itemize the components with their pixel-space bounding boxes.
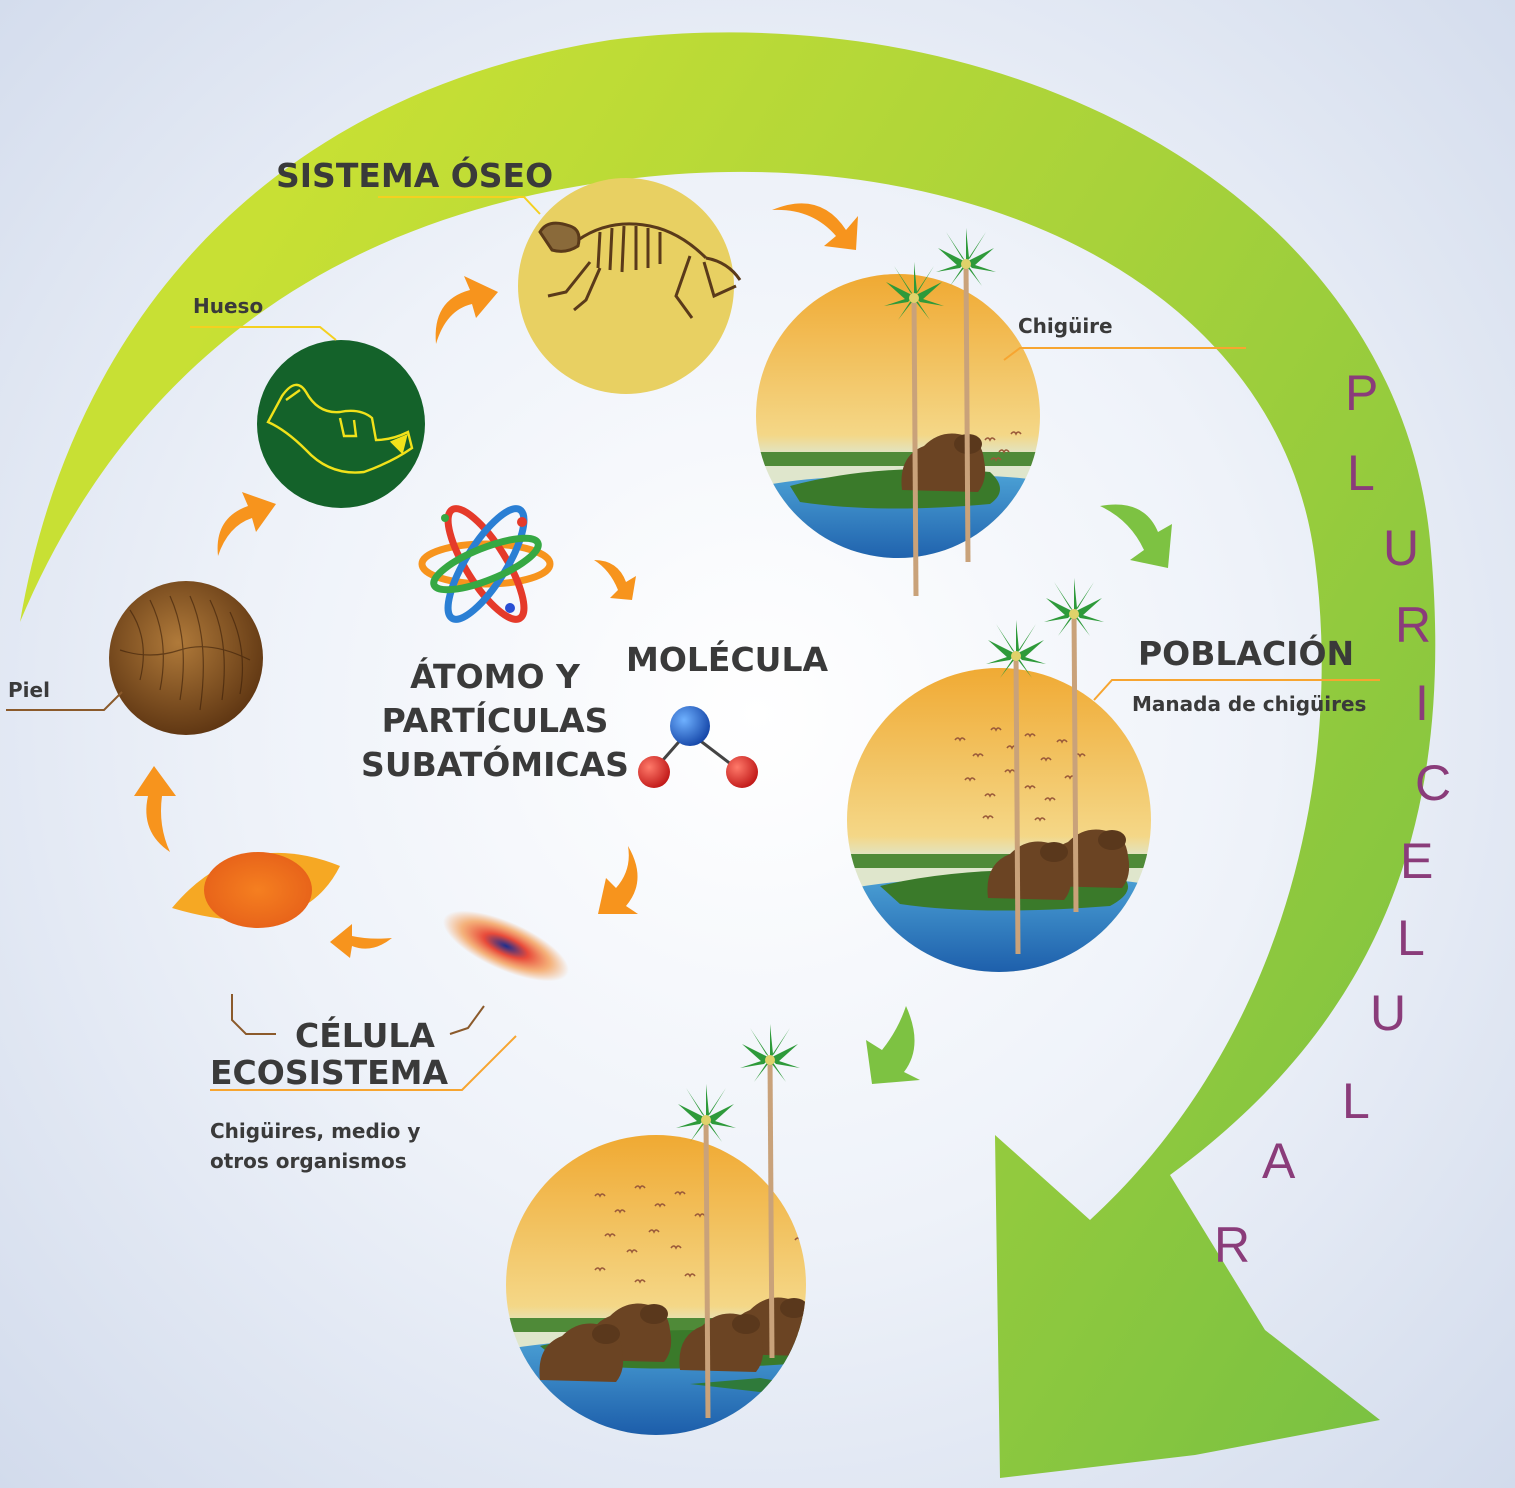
- skeleton-circle: [518, 178, 742, 394]
- atom-icon: [418, 505, 554, 623]
- label-atomo-line: SUBATÓMICAS: [361, 745, 629, 784]
- side-letter: L: [1347, 445, 1375, 501]
- label-piel: Piel: [8, 678, 50, 702]
- cell-blob-icon: [443, 910, 569, 982]
- label-hueso: Hueso: [193, 294, 264, 318]
- side-letter: C: [1415, 755, 1451, 811]
- arrow-orange-icon: [772, 203, 858, 250]
- flow-arrows: [134, 203, 1172, 1084]
- molecule-icon: [638, 706, 758, 788]
- side-letter: U: [1370, 985, 1406, 1041]
- bone-circle: [257, 340, 425, 508]
- skin-circle: [109, 581, 263, 735]
- arrow-orange-icon: [330, 924, 392, 958]
- label-poblacion-sub: Manada de chigüires: [1132, 692, 1367, 716]
- side-word-pluricelular: P L U R I C E L U L A R: [1214, 365, 1451, 1273]
- cell-illustration: [172, 852, 340, 928]
- arrow-orange-icon: [134, 766, 176, 852]
- label-ecosistema-sub: Chigüires, medio y otros organismos: [210, 1116, 420, 1176]
- label-atomo-line: ÁTOMO Y: [410, 657, 580, 696]
- skeleton-icon: [538, 221, 742, 319]
- side-letter: I: [1415, 675, 1429, 731]
- label-ecosistema-sub-line: otros organismos: [210, 1149, 407, 1173]
- side-letter: E: [1400, 833, 1433, 889]
- label-sistema-oseo: SISTEMA ÓSEO: [276, 156, 554, 195]
- arrow-orange-icon: [217, 492, 276, 556]
- arrow-green-icon: [1100, 504, 1172, 568]
- side-letter: L: [1397, 910, 1425, 966]
- capybara-scene: [756, 228, 1040, 596]
- side-letter: A: [1262, 1133, 1296, 1189]
- side-letter: P: [1345, 365, 1378, 421]
- arrow-orange-icon: [435, 276, 498, 344]
- side-letter: L: [1342, 1073, 1370, 1129]
- side-letter: U: [1383, 520, 1419, 576]
- label-atomo: ÁTOMO Y PARTÍCULAS SUBATÓMICAS: [340, 655, 650, 787]
- population-scene: [847, 578, 1151, 972]
- label-poblacion: POBLACIÓN: [1138, 634, 1355, 673]
- label-molecula: MOLÉCULA: [626, 640, 829, 679]
- label-ecosistema: ECOSISTEMA: [210, 1053, 449, 1092]
- arrow-orange-icon: [594, 560, 636, 600]
- label-ecosistema-sub-line: Chigüires, medio y: [210, 1119, 421, 1143]
- leader-lines: [6, 196, 1380, 1091]
- arrow-green-icon: [866, 1006, 920, 1084]
- label-celula: CÉLULA: [295, 1016, 435, 1055]
- arrow-orange-icon: [598, 846, 638, 914]
- label-atomo-line: PARTÍCULAS: [381, 701, 609, 740]
- side-letter: R: [1214, 1217, 1250, 1273]
- label-chiguire: Chigüire: [1018, 314, 1113, 338]
- ecosystem-scene: [506, 1024, 806, 1435]
- jaw-bone-icon: [266, 383, 414, 474]
- side-letter: R: [1395, 597, 1431, 653]
